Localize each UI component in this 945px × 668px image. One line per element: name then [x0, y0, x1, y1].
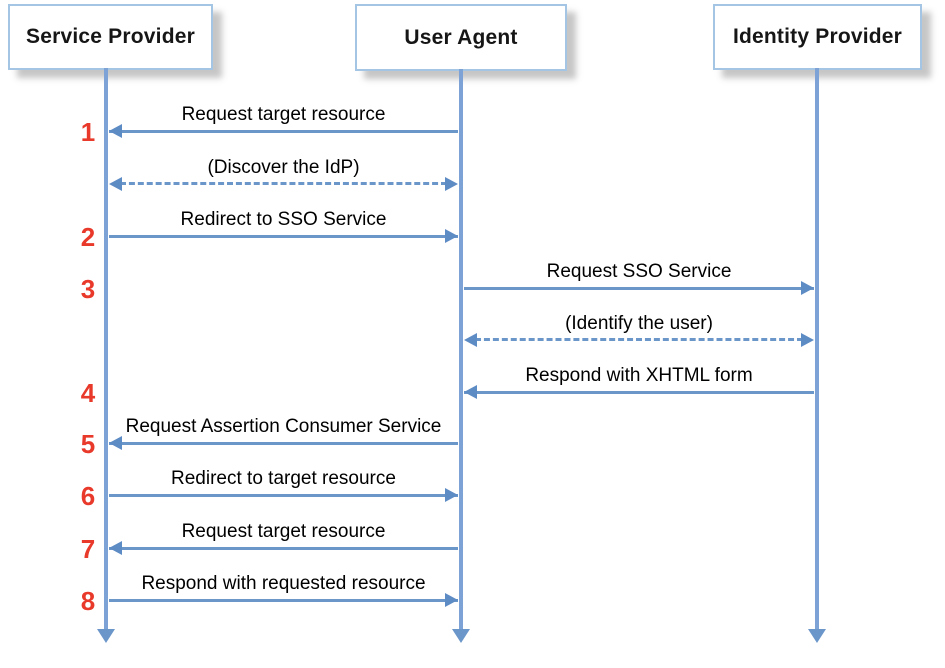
arrowhead-left-icon: [464, 333, 477, 347]
step-number: 6: [80, 481, 96, 511]
arrowhead-left-icon: [109, 177, 122, 191]
lifeline-identity-provider: [815, 68, 819, 630]
step-number: 8: [80, 586, 96, 616]
arrowhead-right-icon: [801, 281, 814, 295]
message-label: Respond with requested resource: [141, 573, 426, 594]
actor-label-service-provider: Service Provider: [26, 25, 195, 48]
message-label: Request Assertion Consumer Service: [125, 416, 442, 437]
message-line: [109, 235, 458, 238]
message-label: (Discover the IdP): [207, 157, 360, 178]
message-line-dashed: [120, 182, 447, 185]
lifeline-end-arrow-icon: [97, 629, 115, 643]
lifeline-end-arrow-icon: [452, 629, 470, 643]
lifeline-end-arrow-icon: [808, 629, 826, 643]
arrowhead-right-icon: [445, 177, 458, 191]
message-line: [109, 494, 458, 497]
lifeline-user-agent: [459, 69, 463, 630]
message-label: Redirect to target resource: [171, 468, 396, 489]
message-line-dashed: [475, 338, 803, 341]
actor-label-user-agent: User Agent: [404, 25, 518, 49]
step-number: 5: [80, 429, 96, 459]
arrowhead-left-icon: [109, 124, 122, 138]
message-label: Request target resource: [181, 521, 386, 542]
arrowhead-right-icon: [445, 229, 458, 243]
step-number: 4: [80, 378, 96, 408]
arrowhead-right-icon: [445, 488, 458, 502]
step-number: 1: [80, 117, 96, 147]
message-line: [464, 287, 814, 290]
message-label: Request SSO Service: [546, 261, 732, 282]
message-label: Request target resource: [181, 104, 386, 125]
message-line: [464, 391, 814, 394]
actor-box-user-agent: User Agent: [355, 4, 567, 71]
message-line: [109, 599, 458, 602]
actor-label-identity-provider: Identity Provider: [732, 25, 903, 48]
lifeline-service-provider: [104, 68, 108, 630]
arrowhead-left-icon: [109, 436, 122, 450]
arrowhead-right-icon: [445, 593, 458, 607]
message-label: Respond with XHTML form: [525, 365, 753, 386]
arrowhead-right-icon: [801, 333, 814, 347]
message-line: [109, 130, 458, 133]
step-number: 2: [80, 222, 96, 252]
message-line: [109, 547, 458, 550]
step-number: 3: [80, 274, 96, 304]
actor-box-service-provider: Service Provider: [8, 4, 213, 70]
arrowhead-left-icon: [109, 541, 122, 555]
message-label: (Identify the user): [565, 313, 713, 334]
message-label: Redirect to SSO Service: [180, 209, 387, 230]
message-line: [109, 442, 458, 445]
arrowhead-left-icon: [464, 385, 477, 399]
actor-box-identity-provider: Identity Provider: [713, 4, 922, 70]
step-number: 7: [80, 534, 96, 564]
